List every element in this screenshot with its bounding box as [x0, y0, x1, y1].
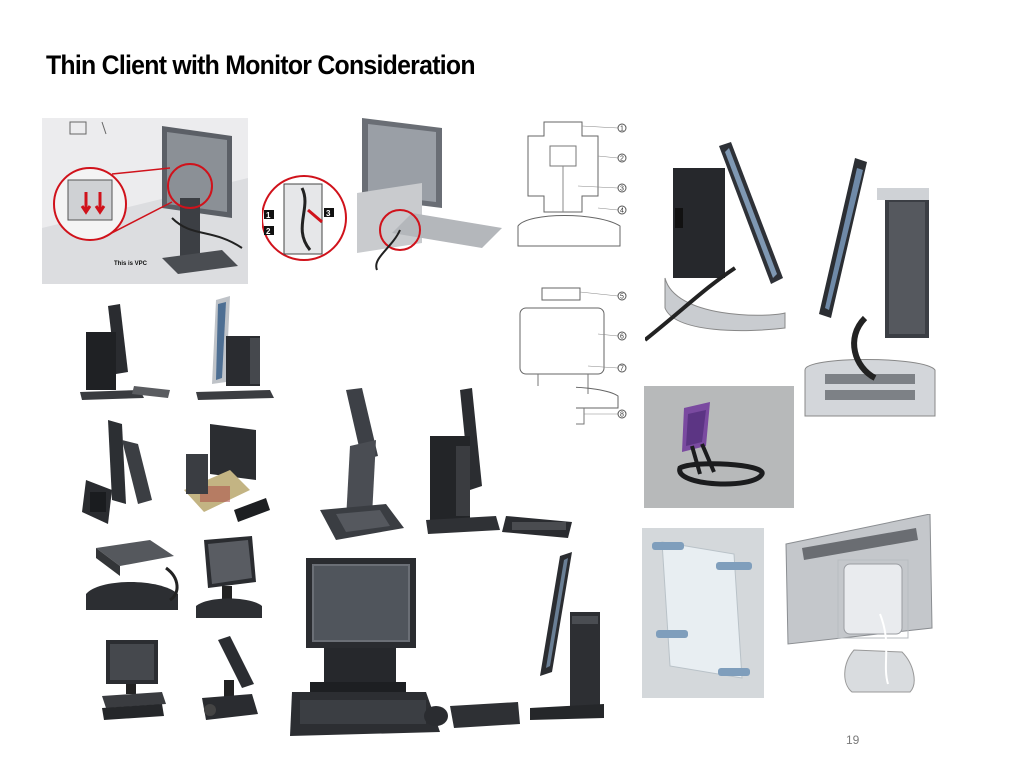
cable-routing-illustration: 1 2 3: [262, 118, 502, 278]
black-stand-side-photo-2: [196, 296, 276, 400]
step-tag-2: 2: [266, 227, 271, 236]
black-stand-keyboard-photo: [82, 420, 162, 524]
stand-callout-3: 3: [620, 186, 624, 193]
stand-callout-5: 5: [620, 294, 624, 301]
bracket-render-photo: [644, 386, 794, 508]
pivot-stand-photo: [316, 386, 410, 544]
front-monitor-keyboard-photo: [290, 556, 522, 740]
monitor-riser-photo: [80, 538, 184, 620]
monitor-keyboard-side-photo: [426, 386, 576, 540]
monitor-side-on-platform-photo: [196, 634, 266, 722]
silver-stand-desktops-photo: [645, 138, 945, 424]
step-tag-1: 1: [266, 211, 271, 220]
stand-callout-6: 6: [620, 334, 624, 341]
acrylic-holder-photo: [642, 528, 764, 698]
vpc-caption: This is VPC: [114, 261, 148, 267]
stand-callout-4: 4: [620, 208, 624, 215]
stand-diagram-front: 1 2 3 4: [508, 116, 632, 256]
stand-callout-1: 1: [620, 126, 624, 133]
monitor-on-platform-photo: [98, 638, 168, 724]
tower-side-photo: [530, 552, 606, 722]
flat-panel-on-riser-photo: [192, 536, 264, 622]
open-chassis-photo: [180, 420, 274, 524]
step-tag-3: 3: [326, 209, 331, 218]
black-stand-side-photo-1: [80, 302, 170, 402]
page-number: 19: [846, 733, 860, 747]
monitor-mounted-minipc-photo: [782, 514, 934, 702]
stand-callout-8: 8: [620, 412, 624, 419]
vpc-install-illustration: [42, 118, 248, 284]
stand-callout-2: 2: [620, 156, 624, 163]
stand-callout-7: 7: [620, 366, 624, 373]
slide-title: Thin Client with Monitor Consideration: [46, 50, 476, 80]
